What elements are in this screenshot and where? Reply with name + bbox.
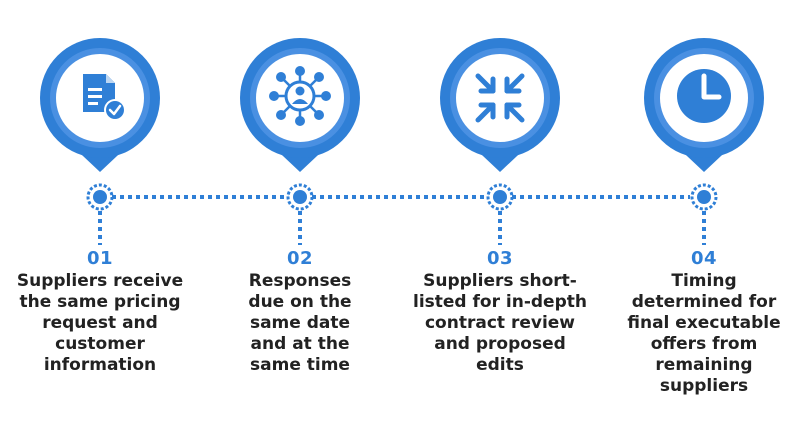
step-1-marker bbox=[40, 38, 160, 245]
step-3-description: Suppliers short- listed for in-depth con… bbox=[413, 271, 587, 375]
document-check-icon bbox=[83, 74, 126, 121]
step-3-number: 03 bbox=[486, 248, 514, 269]
network-people-icon bbox=[269, 66, 331, 126]
step-2-description: Responses due on the same date and at th… bbox=[248, 271, 352, 375]
step-4-marker bbox=[644, 38, 764, 245]
step-1-number: 01 bbox=[86, 248, 114, 269]
step-1-description: Suppliers receive the same pricing reque… bbox=[16, 271, 184, 375]
compress-arrows-icon bbox=[475, 73, 525, 123]
clock-icon bbox=[677, 69, 731, 123]
step-4-description: Timing determined for final executable o… bbox=[627, 271, 781, 396]
step-3-marker bbox=[440, 38, 560, 245]
step-2-marker bbox=[240, 38, 360, 245]
step-4-number: 04 bbox=[690, 248, 718, 269]
step-2-number: 02 bbox=[286, 248, 314, 269]
